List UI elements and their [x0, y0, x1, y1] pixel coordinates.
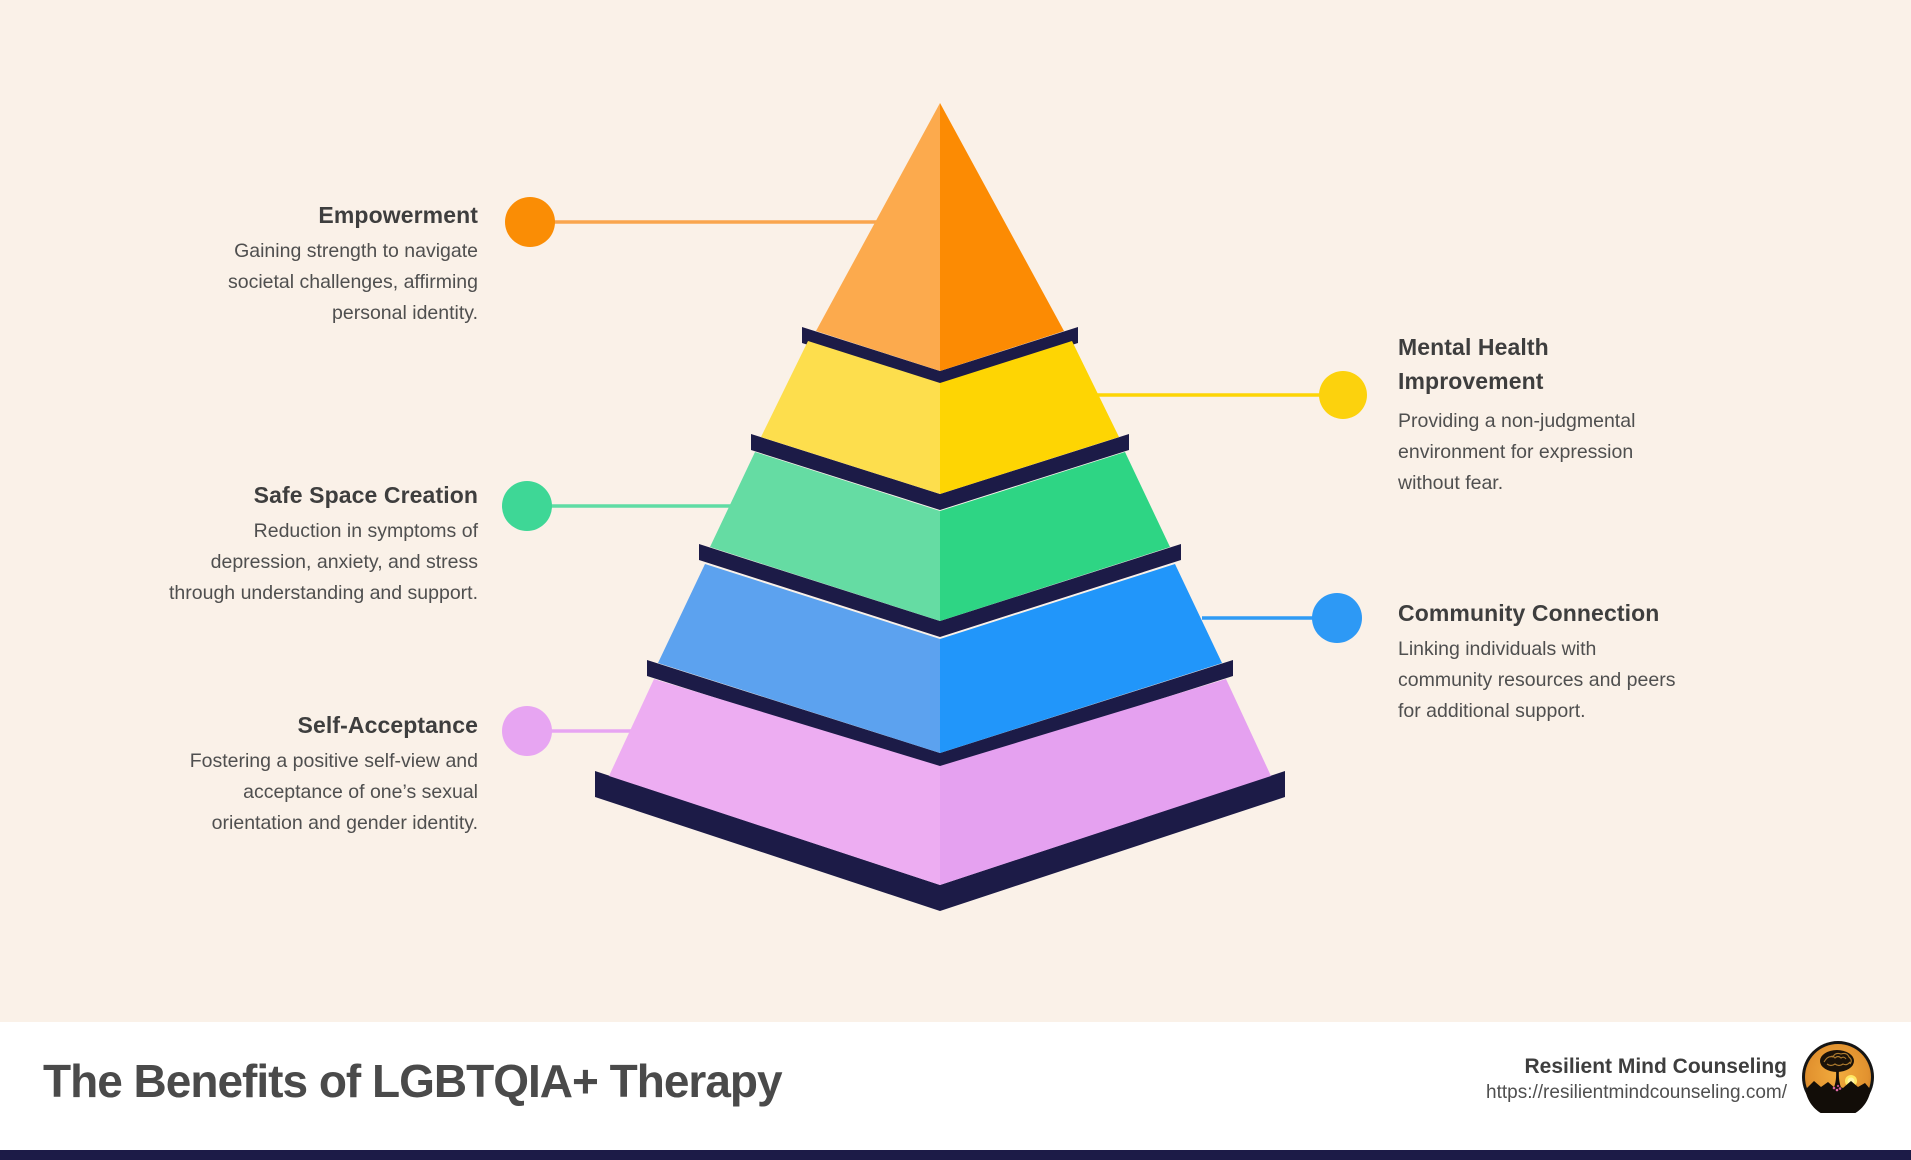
brand-name: Resilient Mind Counseling	[1524, 1055, 1787, 1078]
description-line: depression, anxiety, and stress	[210, 551, 478, 573]
pyramid-level-self-acceptance-left	[609, 679, 940, 885]
callout-safe-space-title: Safe Space Creation	[253, 482, 478, 508]
description-line: Linking individuals with	[1398, 638, 1597, 660]
pyramid-level-safe-space-right	[940, 452, 1170, 621]
pyramid-shadow-band-2	[751, 434, 1129, 510]
description-line: Fostering a positive self-view and	[189, 750, 478, 772]
pyramid-shadow-band-3	[699, 544, 1181, 637]
description-line: orientation and gender identity.	[211, 812, 478, 834]
description-line: Reduction in symptoms of	[253, 520, 478, 542]
callout-safe-space-description: Reduction in symptoms of depression, anx…	[78, 516, 478, 609]
description-line: without fear.	[1398, 472, 1504, 494]
pyramid-level-empowerment-right	[940, 103, 1064, 371]
description-line: societal challenges, affirming	[227, 271, 478, 293]
pyramid-shadow-band-5	[595, 771, 1285, 911]
callout-mental-health-title: Mental Health Improvement	[1398, 330, 1758, 398]
description-line: Providing a non-judgmental	[1398, 410, 1636, 432]
callout-mental-health-improvement: Mental Health Improvement Providing a no…	[1398, 330, 1758, 499]
callout-safe-space-creation: Safe Space Creation Reduction in symptom…	[78, 482, 478, 609]
bottom-accent-bar	[0, 1150, 1911, 1160]
brand-block: Resilient Mind Counseling https://resili…	[1367, 1054, 1787, 1106]
mental-health-dot-icon	[1319, 371, 1367, 419]
description-line: personal identity.	[332, 302, 478, 324]
pyramid-level-community-left	[658, 564, 940, 753]
pyramid-level-self-acceptance-right	[940, 679, 1271, 885]
callout-empowerment-description: Gaining strength to navigate societal ch…	[78, 236, 478, 329]
footer-bar	[0, 1022, 1911, 1150]
pyramid-level-safe-space-left	[710, 452, 940, 621]
description-line: acceptance of one’s sexual	[243, 781, 478, 803]
description-line: through understanding and support.	[169, 582, 478, 604]
callout-self-acceptance-description: Fostering a positive self-view and accep…	[78, 746, 478, 839]
brand-url: https://resilientmindcounseling.com/	[1486, 1082, 1787, 1103]
title-line: Mental Health	[1398, 334, 1549, 360]
callout-empowerment: Empowerment Gaining strength to navigate…	[78, 202, 478, 329]
description-line: for additional support.	[1398, 700, 1586, 722]
description-line: community resources and peers	[1398, 669, 1676, 691]
title-line: Improvement	[1398, 368, 1544, 394]
pyramid-level-community-right	[940, 564, 1222, 753]
callout-community-title: Community Connection	[1398, 600, 1660, 626]
description-line: environment for expression	[1398, 441, 1634, 463]
callout-empowerment-title: Empowerment	[318, 202, 478, 228]
callout-self-acceptance: Self-Acceptance Fostering a positive sel…	[78, 712, 478, 839]
callout-self-acceptance-title: Self-Acceptance	[297, 712, 478, 738]
pyramid-level-mental-health-left	[761, 341, 940, 494]
callout-community-description: Linking individuals with community resou…	[1398, 634, 1758, 727]
brand-logo-icon	[1802, 1041, 1874, 1113]
pyramid-level-empowerment-left	[816, 103, 940, 371]
callout-community-connection: Community Connection Linking individuals…	[1398, 600, 1758, 727]
page-title: The Benefits of LGBTQIA+ Therapy	[43, 1055, 783, 1107]
callout-mental-health-description: Providing a non-judgmental environment f…	[1398, 406, 1758, 499]
pyramid-level-mental-health-right	[940, 341, 1119, 494]
description-line: Gaining strength to navigate	[234, 240, 478, 262]
self-acceptance-dot-icon	[502, 706, 552, 756]
empowerment-dot-icon	[505, 197, 555, 247]
community-dot-icon	[1312, 593, 1362, 643]
safe-space-dot-icon	[502, 481, 552, 531]
